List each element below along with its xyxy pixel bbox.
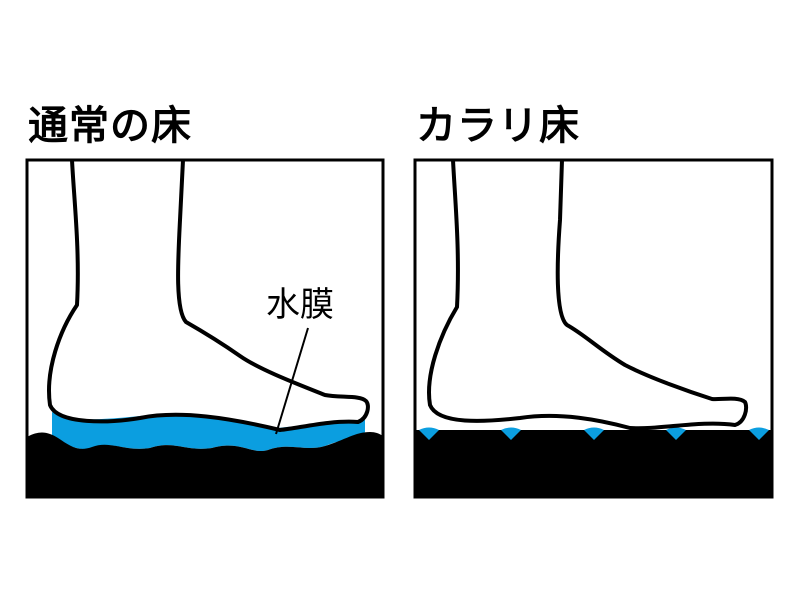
foot-outline: [427, 159, 749, 431]
panel-title-karari-floor: カラリ床: [416, 103, 580, 149]
water-film-label: 水膜: [266, 285, 334, 325]
flat-floor: [415, 430, 772, 497]
panel-frame: [413, 158, 774, 499]
foot-outline: [47, 159, 370, 432]
panel-normal-floor: [25, 158, 385, 499]
wavy-floor: [27, 432, 383, 497]
panel-karari-floor: [413, 158, 774, 499]
drain-grooves: [419, 427, 769, 440]
panel-title-normal-floor: 通常の床: [28, 103, 192, 149]
panel-frame: [25, 158, 385, 499]
water-film: [52, 412, 365, 452]
annotation-leader-line: [275, 327, 309, 435]
